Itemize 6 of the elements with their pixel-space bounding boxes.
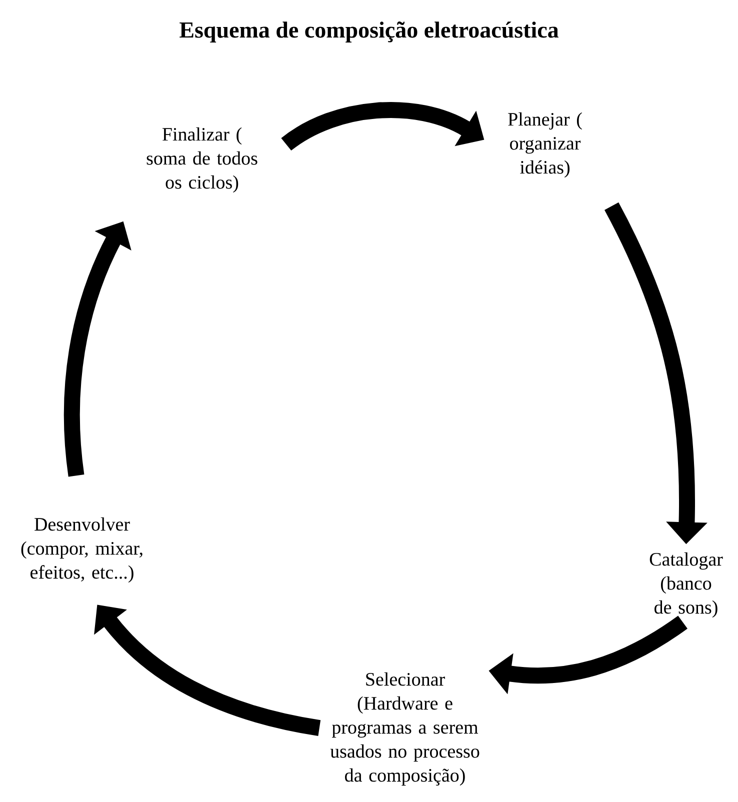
title: Esquema de composição eletroacústica	[180, 22, 558, 42]
step-label: Planejar ( organizar idéias)	[508, 112, 582, 178]
step-label: Catalogar (banco de sons)	[650, 552, 723, 618]
step-label: Desenvolver (compor, mixar, efeitos, etc...)	[21, 517, 142, 583]
step-label: Selecionar (Hardware e programas a serem usados no processo da composição)	[330, 672, 480, 786]
step-label: Finalizar ( soma de todos os ciclos)	[146, 127, 258, 193]
